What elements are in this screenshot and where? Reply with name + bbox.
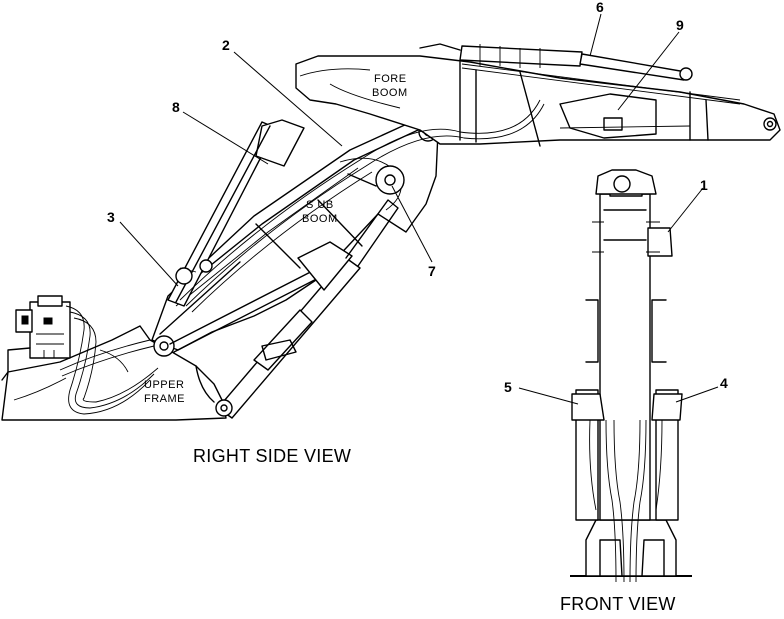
callout-3: 3 [107,209,115,225]
leader-6 [589,13,602,57]
boom-hoses [179,99,545,313]
callout-2: 2 [222,37,230,53]
callout-8: 8 [172,99,180,115]
label-fore-boom-2: BOOM [372,87,408,99]
leader-lines [119,13,719,405]
right-side-view-title: RIGHT SIDE VIEW [193,446,351,466]
leader-9 [617,31,680,111]
label-upper-frame-1: UPPER [144,379,184,391]
label-upper-frame-2: FRAME [144,393,185,405]
hose-routing [59,305,159,415]
callout-1: 1 [700,177,708,193]
front-view-title: FRONT VIEW [560,594,676,614]
leader-2 [233,51,343,147]
component-labels: FORE BOOM S UB BOOM UPPER FRAME [144,73,408,405]
lift-cylinder [215,199,399,419]
front-view-drawing [570,169,692,583]
label-sub-boom-2: BOOM [302,213,338,225]
link-rod [159,261,335,353]
leader-7 [391,185,433,263]
callout-7: 7 [428,263,436,279]
cylinder-8 [167,119,305,307]
pivot-7 [347,165,405,195]
leader-3 [119,221,179,287]
right-side-view-drawing [1,43,781,421]
control-valve [7,295,71,373]
callout-numbers: 2 8 3 6 9 7 1 5 4 [107,0,728,395]
callout-5: 5 [504,379,512,395]
callout-4: 4 [720,375,728,391]
fore-boom [295,55,781,147]
label-sub-boom-1: S UB [306,199,334,211]
leader-4 [675,386,719,403]
callout-6: 6 [596,0,604,15]
label-fore-boom-1: FORE [374,73,407,85]
leader-8 [182,111,269,165]
leader-1 [667,187,704,233]
cylinder-6 [419,43,741,105]
callout-9: 9 [676,17,684,33]
leader-5 [518,387,579,405]
